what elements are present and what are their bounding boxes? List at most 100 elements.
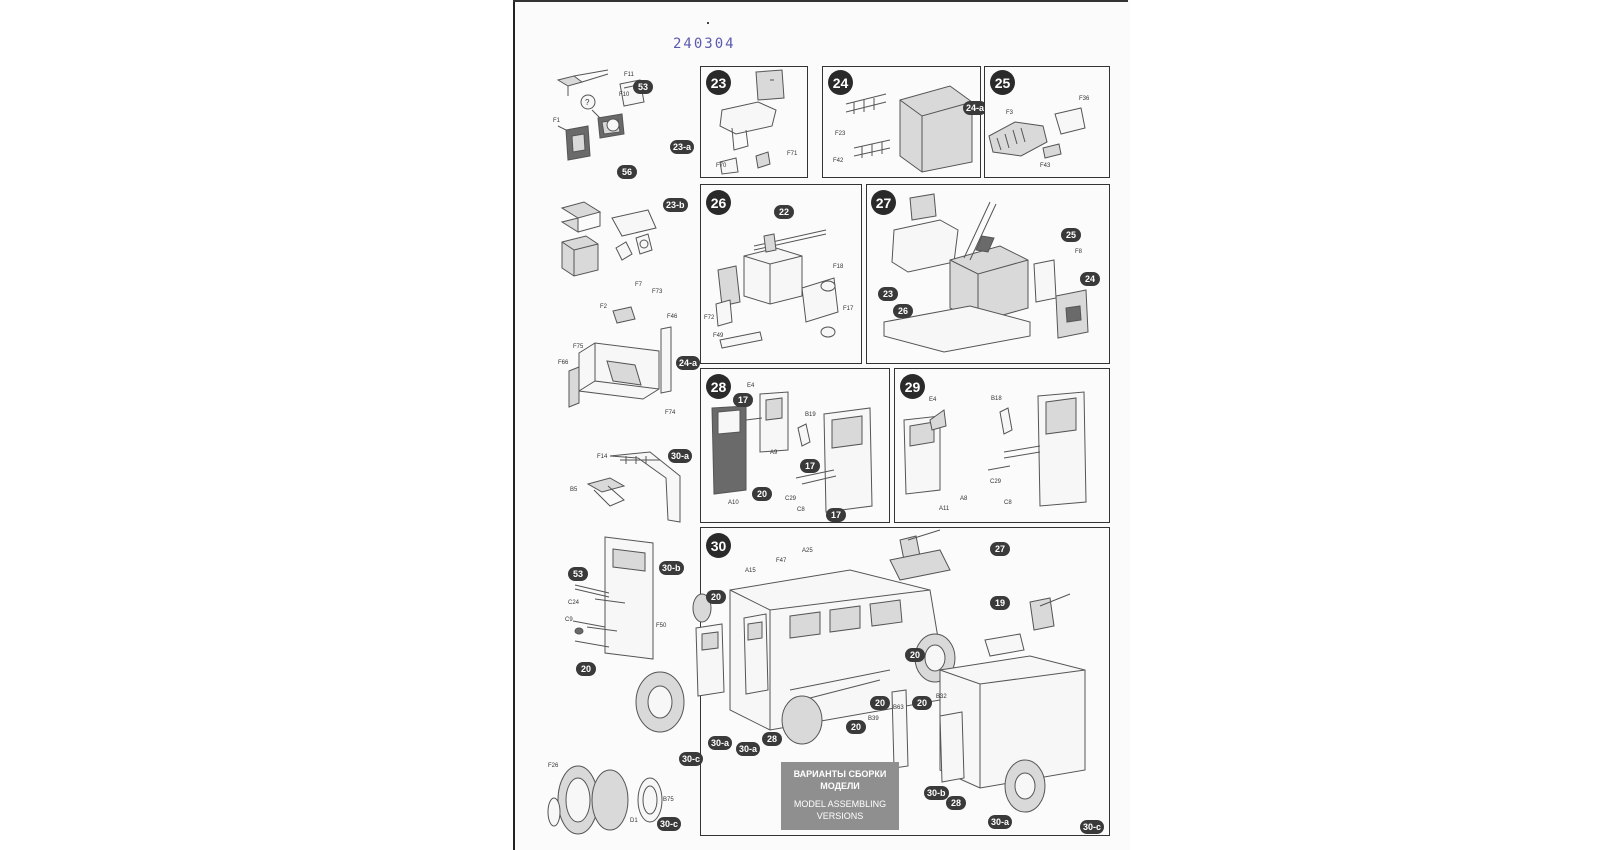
versions-en-line-1: MODEL ASSEMBLING: [793, 799, 887, 809]
subassembly-23a-badge: 23-a: [670, 140, 695, 154]
label-F23: F23: [835, 131, 846, 137]
label-F2: F2: [600, 304, 608, 310]
ref-30a: 30-a: [988, 815, 1013, 829]
subassembly-23a-drawing: ?: [556, 69, 645, 161]
label-D1: D1: [630, 818, 638, 824]
label-F3: F3: [1006, 110, 1014, 116]
label-B63: B63: [893, 705, 904, 711]
ref-28: 28: [946, 796, 966, 810]
label-F46: F46: [667, 314, 678, 320]
versions-ru-line-1: ВАРИАНТЫ СБОРКИ: [793, 769, 887, 779]
step-23-drawing: [719, 69, 785, 175]
ref-30c: 30-c: [679, 752, 704, 766]
step-27-drawing: [883, 193, 1089, 353]
label-F49: F49: [713, 333, 724, 339]
callout-20: 20: [846, 720, 866, 734]
ref-20: 20: [706, 590, 726, 604]
label-A10: A10: [728, 500, 739, 506]
step-27-badge: 27: [871, 190, 896, 215]
step-28-drawing: [711, 391, 873, 513]
step-25-drawing: [988, 107, 1086, 159]
assembly-versions-box: ВАРИАНТЫ СБОРКИ МОДЕЛИ MODEL ASSEMBLING …: [781, 762, 899, 830]
subassembly-30a-badge: 30-a: [668, 449, 693, 463]
step-24-badge: 24: [828, 70, 853, 95]
ref-30a: 30-a: [736, 742, 761, 756]
label-F70: F70: [716, 163, 727, 169]
step-30-badge: 30: [706, 533, 731, 558]
label-B32: B32: [936, 694, 947, 700]
label-B18: B18: [991, 396, 1002, 402]
mark-dot: [707, 22, 709, 24]
subassembly-30a-drawing: [586, 451, 681, 523]
callout-20: 20: [870, 696, 890, 710]
ref-26: 26: [893, 304, 913, 318]
ref-19: 19: [990, 596, 1010, 610]
sheet-top-edge: [513, 0, 1128, 2]
label-A9: A9: [770, 450, 778, 456]
label-F47: F47: [776, 558, 787, 564]
label-F73: F73: [652, 289, 663, 295]
label-C24: C24: [568, 600, 580, 606]
label-F43: F43: [1040, 163, 1051, 169]
step-26-badge: 26: [706, 190, 731, 215]
label-B75: B75: [663, 797, 674, 803]
versions-ru-line-2: МОДЕЛИ: [820, 781, 860, 791]
ref-30c: 30-c: [1080, 820, 1105, 834]
label-A11: A11: [939, 506, 950, 512]
label-F66: F66: [558, 360, 569, 366]
step-24-drawing: [845, 85, 973, 173]
callout-20: 20: [752, 487, 772, 501]
callout-53: 53: [568, 567, 588, 581]
callout-53: 53: [633, 80, 653, 94]
ref-22: 22: [774, 205, 794, 219]
step-23-badge: 23: [706, 70, 731, 95]
label-F42: F42: [833, 158, 844, 164]
label-A8: A8: [960, 496, 968, 502]
subassembly-30c-drawing: [547, 765, 663, 835]
ref-25: 25: [1061, 228, 1081, 242]
label-F1: F1: [553, 118, 561, 124]
label-F11: F11: [624, 72, 634, 78]
label-F72: F72: [704, 315, 715, 321]
label-F10: F10: [619, 92, 630, 98]
versions-en-line-2: VERSIONS: [816, 811, 864, 821]
ref-30a: 30-a: [708, 736, 733, 750]
label-F7: F7: [635, 282, 643, 288]
label-F8: F8: [1075, 249, 1083, 255]
label-F17: F17: [843, 306, 854, 312]
label-C8: C8: [1004, 500, 1012, 506]
label-F26: F26: [548, 763, 559, 769]
callout-17: 17: [826, 508, 846, 522]
label-F74: F74: [665, 410, 676, 416]
label-F36: F36: [1079, 96, 1090, 102]
label-F14: F14: [597, 454, 608, 460]
subassembly-30b-badge: 30-b: [659, 561, 684, 575]
sheet-code: 240304: [673, 36, 736, 52]
ref-28: 28: [762, 732, 782, 746]
label-A15: A15: [745, 568, 756, 574]
callout-17: 17: [733, 393, 753, 407]
ref-23: 23: [878, 287, 898, 301]
label-B39: B39: [868, 716, 879, 722]
step-29-drawing: [903, 391, 1087, 507]
label-F75: F75: [573, 344, 584, 350]
ref-24: 24: [1080, 272, 1100, 286]
label-F50: F50: [656, 623, 667, 629]
step-30-vehicle-drawing: [635, 529, 1086, 813]
label-F71: F71: [787, 151, 798, 157]
step-29-badge: 29: [900, 374, 925, 399]
subassembly-24a-drawing: [568, 306, 672, 408]
svg-text:?: ?: [585, 98, 590, 107]
subassembly-23b-drawing: [560, 201, 657, 277]
ref-24a: 24-a: [963, 101, 988, 115]
step-28-badge: 28: [706, 374, 731, 399]
label-E4: E4: [747, 383, 755, 389]
label-A25: A25: [802, 548, 813, 554]
label-C9: C9: [565, 617, 573, 623]
callout-17: 17: [800, 459, 820, 473]
label-C8: C8: [797, 507, 805, 513]
ref-27: 27: [990, 542, 1010, 556]
label-C29: C29: [990, 479, 1002, 485]
callout-56: 56: [617, 165, 637, 179]
label-E4: E4: [929, 397, 937, 403]
